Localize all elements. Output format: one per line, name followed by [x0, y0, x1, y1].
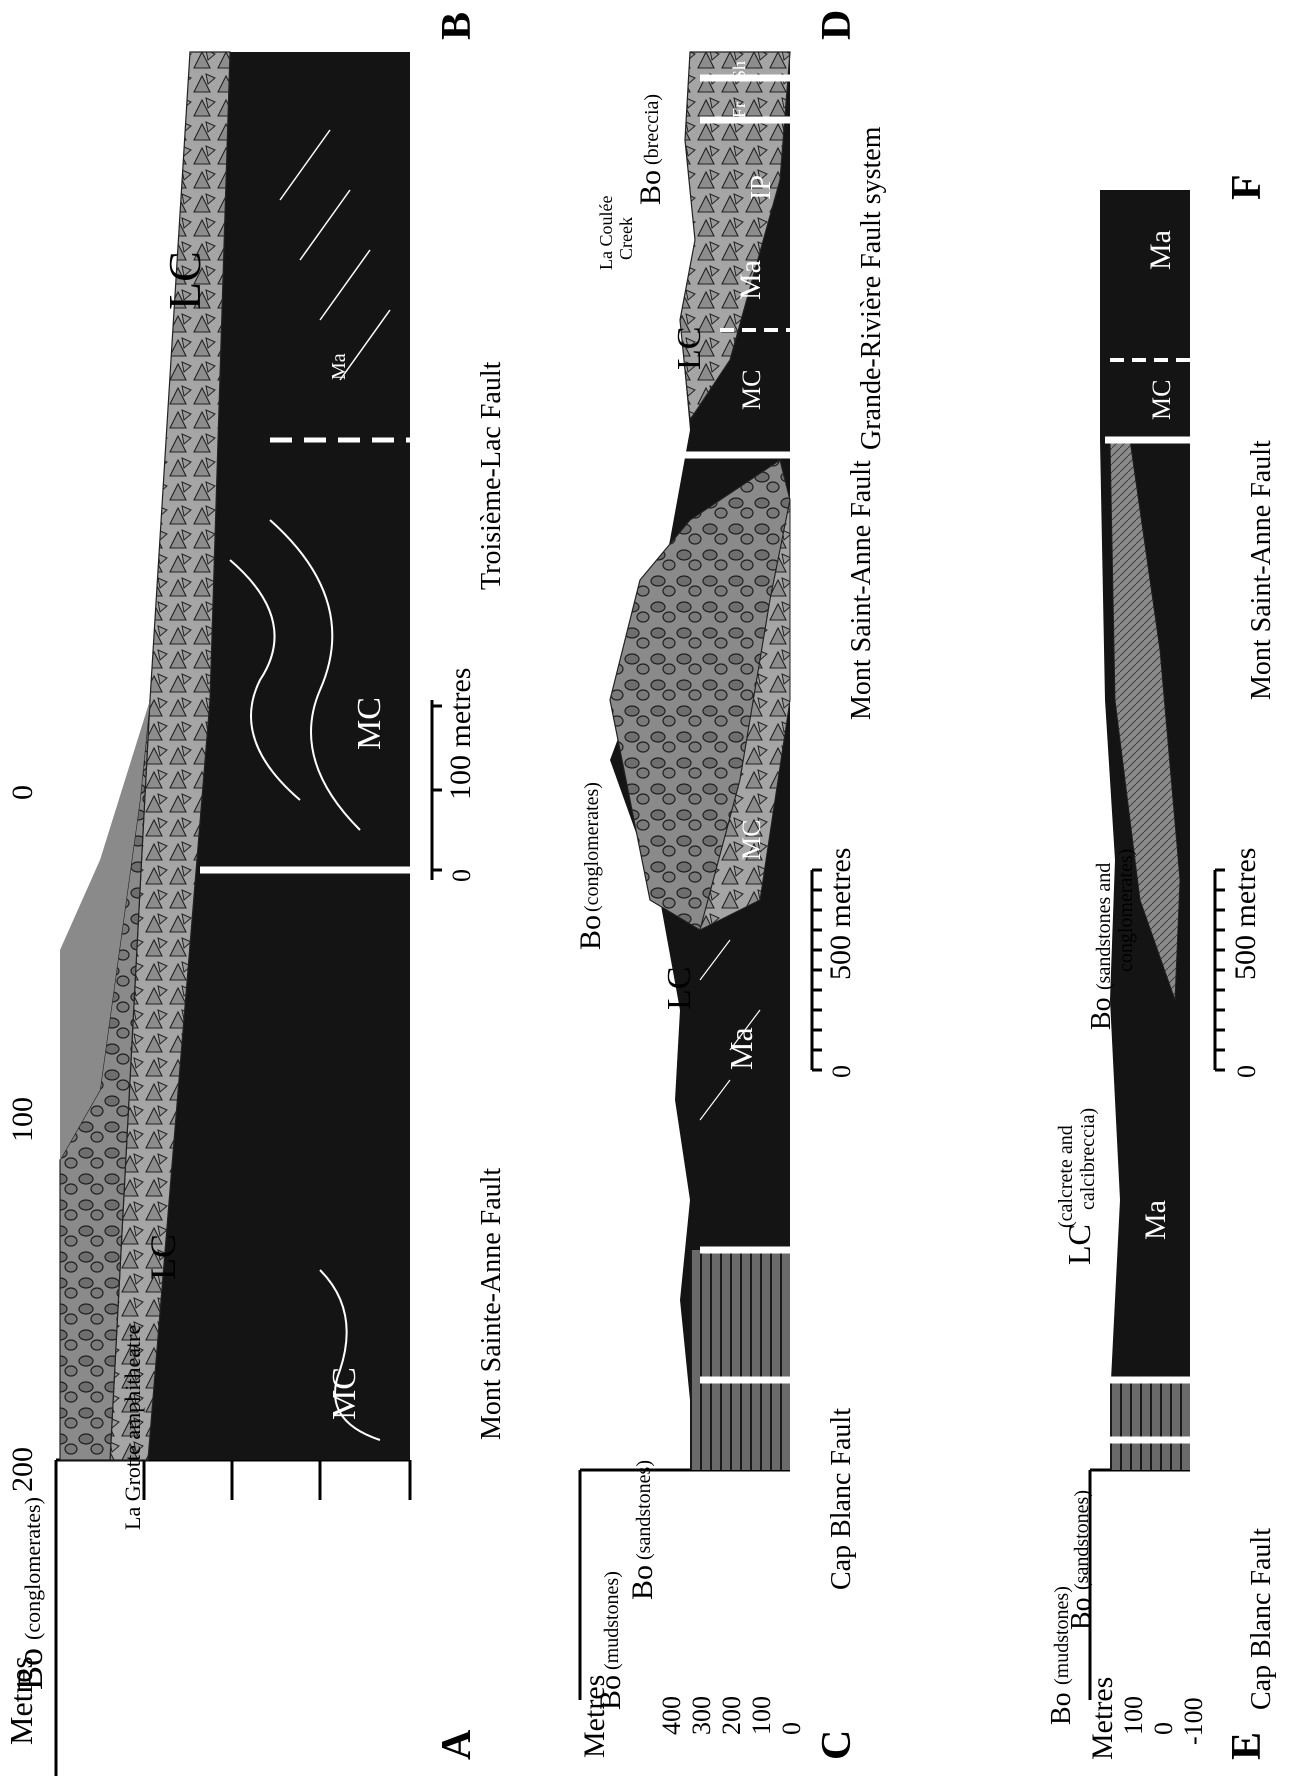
- cd-label-lc-2: LC: [671, 327, 708, 370]
- cd-label-sh: Sh: [729, 61, 749, 80]
- cd-end-d: D: [814, 10, 860, 40]
- ab-tick-200: 200: [6, 1447, 39, 1492]
- ef-tick-minus-100: -100: [1179, 1697, 1208, 1745]
- ef-tick-100: 100: [1119, 1696, 1148, 1735]
- ab-label-fault-1: Mont Sainte-Anne Fault: [476, 1168, 507, 1440]
- cd-label-bo-cong-note: (conglomerates): [581, 782, 603, 912]
- cd-label-bo-breccia-note: (breccia): [641, 94, 663, 165]
- cd-end-c: C: [814, 1730, 860, 1760]
- ab-tick-100: 100: [6, 1097, 39, 1142]
- ef-label-ma-2: Ma: [1144, 230, 1177, 270]
- ab-tick-0: 0: [6, 785, 39, 800]
- cd-label-lc-1: LC: [661, 967, 698, 1010]
- cd-label-mc-1: MC: [737, 820, 766, 860]
- ab-end-a: A: [434, 1729, 480, 1760]
- ab-label-amphitheatre: La Grotte amphitheatre: [120, 1325, 145, 1530]
- ef-label-bo-sand-note: (sandstones): [1071, 1490, 1093, 1590]
- cd-label-fault-1: Cap Blanc Fault: [826, 1408, 857, 1590]
- ab-label-lc-1: LC: [143, 1234, 183, 1280]
- cd-scale-length: 500 metres: [824, 848, 857, 980]
- ef-label-lc: LC: [1061, 1224, 1097, 1265]
- ab-label-bo-note: (conglomerates): [20, 1497, 45, 1640]
- ef-label-mc: MC: [1147, 380, 1176, 420]
- cd-label-bo-mud-note: (mudstones): [601, 1571, 623, 1670]
- ab-label-mc-1: MC: [326, 1367, 363, 1420]
- ef-label-bo-sc-note-1: (sandstones and: [1093, 863, 1115, 990]
- ef-label-fault-2: Mont Saint-Anne Fault: [1246, 440, 1277, 700]
- cd-label-bo-mud: Bo: [594, 1675, 627, 1710]
- cd-tick-400: 400: [657, 1696, 686, 1735]
- cd-label-fault-3: Grande-Rivière Fault system: [856, 126, 887, 450]
- cd-label-ma-1: Ma: [723, 1027, 759, 1070]
- cd-bo-mudstones: [690, 1250, 790, 1470]
- ef-scale-bar: [1215, 870, 1225, 1070]
- ef-bo-mudstones: [1110, 1380, 1190, 1470]
- ab-label-mc-2: MC: [351, 697, 388, 750]
- ab-end-b: B: [434, 12, 480, 40]
- ef-tick-0: 0: [1149, 1722, 1178, 1735]
- cd-label-bo-cong: Bo: [574, 915, 607, 950]
- cd-label-fault-2: Mont Saint-Anne Fault: [846, 460, 877, 720]
- ef-scale-length: 500 metres: [1229, 848, 1262, 980]
- ab-label-ma: Ma: [328, 353, 350, 380]
- ab-scale-bar: [432, 700, 442, 880]
- section-ab: Metres 200 100 0 A B Bo (conglomerates) …: [3, 12, 507, 1776]
- cd-tick-100: 100: [747, 1696, 776, 1735]
- cd-label-bo-sand: Bo: [626, 1565, 659, 1600]
- ef-label-lc-note-1: (calcrete and: [1055, 1125, 1077, 1228]
- cd-label-fr: Fr: [729, 102, 749, 118]
- ef-label-bo-sc: Bo: [1086, 997, 1117, 1030]
- ef-label-bo-mud: Bo: [1046, 1692, 1077, 1725]
- ef-label-bo-sc-note-2: conglomerates): [1115, 849, 1137, 972]
- ef-label-ma-1: Ma: [1139, 1200, 1172, 1240]
- ab-scale-length: 100 metres: [444, 668, 477, 800]
- ab-label-bo: Bo: [10, 1648, 50, 1690]
- ef-axis-title: Metres: [1086, 1677, 1119, 1760]
- ef-end-f: F: [1224, 174, 1270, 200]
- cd-scale-zero: 0: [827, 1065, 856, 1078]
- cd-label-bo-sand-note: (sandstones): [633, 1460, 655, 1560]
- cd-label-mc-2: MC: [737, 370, 766, 410]
- cd-tick-0: 0: [777, 1722, 806, 1735]
- section-cd: Metres 400 300 200 100 0 C D Bo (mudston…: [574, 10, 887, 1760]
- ef-end-e: E: [1224, 1732, 1270, 1760]
- cd-label-creek-2: Creek: [616, 217, 636, 260]
- ab-label-lc-2: LC: [159, 251, 210, 310]
- cd-tick-300: 300: [687, 1696, 716, 1735]
- cd-scale-bar: [812, 870, 822, 1070]
- ef-label-lc-note-2: calcibreccia): [1077, 1108, 1099, 1210]
- ef-label-fault-1: Cap Blanc Fault: [1246, 1528, 1277, 1710]
- ab-label-fault-2: Troisième-Lac Fault: [476, 361, 507, 590]
- cd-label-ma-2: Ma: [734, 260, 767, 300]
- ef-scale-zero: 0: [1232, 1065, 1261, 1078]
- cd-label-ip: IP: [746, 175, 777, 200]
- cd-tick-200: 200: [717, 1696, 746, 1735]
- cd-label-creek-1: La Coulée: [596, 196, 616, 270]
- ef-label-bo-sand: Bo: [1066, 1597, 1097, 1630]
- cd-label-bo-breccia: Bo: [634, 170, 667, 205]
- section-ef: Metres 100 0 -100 E F Bo (mudstones) Bo …: [1046, 174, 1277, 1760]
- ab-scale-zero: 0: [447, 869, 476, 882]
